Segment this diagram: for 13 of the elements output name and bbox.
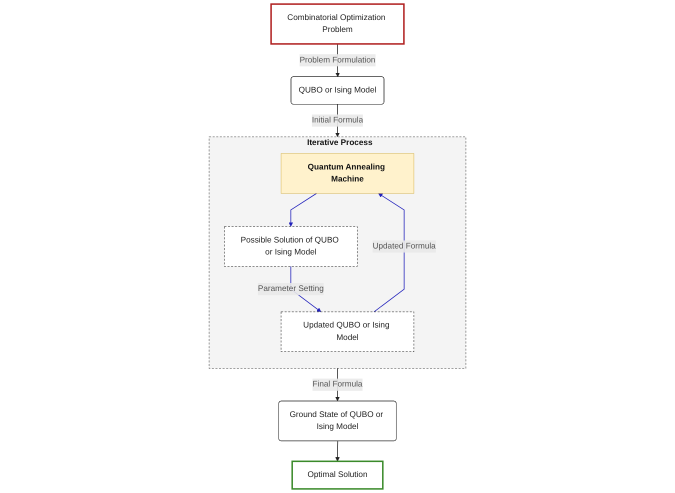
arrow — [335, 440, 340, 462]
arrow — [374, 193, 405, 312]
edge-label: Updated Formula — [372, 242, 436, 251]
arrow — [288, 192, 317, 227]
node-box: Combinatorial Optimization Problem — [270, 3, 405, 45]
edge-label: Final Formula — [312, 380, 362, 389]
edge-label: Initial Formula — [312, 116, 364, 125]
edge-label: Parameter Setting — [258, 284, 324, 294]
edge-label: Problem Formulation — [300, 56, 376, 64]
node-box: Quantum Annealing Machine — [280, 153, 414, 194]
node-box: Updated QUBO or Ising Model — [280, 312, 414, 352]
node-box: Optimal Solution — [291, 460, 384, 490]
node-box: Possible Solution of QUBO or Ising Model — [224, 226, 358, 267]
